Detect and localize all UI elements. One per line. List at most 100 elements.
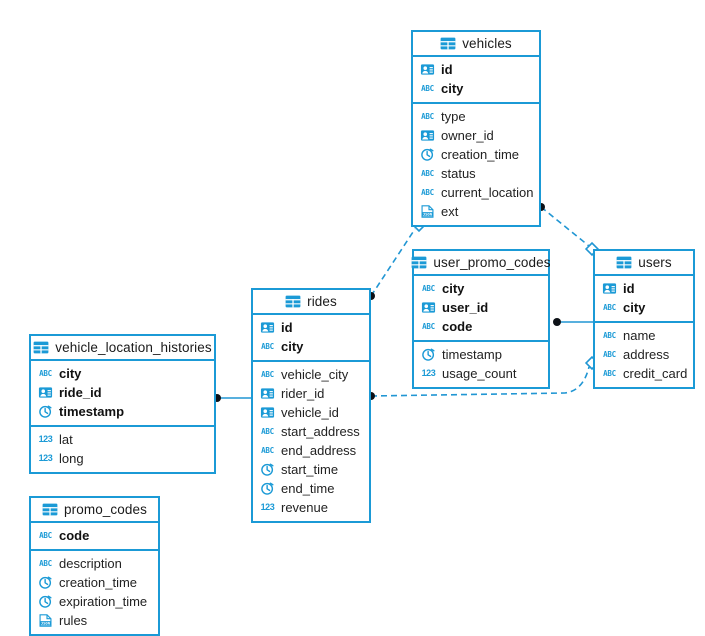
clock-icon: [261, 482, 274, 495]
column-name: current_location: [441, 185, 534, 200]
column-name: type: [441, 109, 466, 124]
id-badge-icon: [421, 302, 436, 313]
table-name: vehicles: [462, 36, 512, 51]
primary-key-row[interactable]: user_id: [414, 298, 548, 317]
primary-key-row[interactable]: timestamp: [31, 402, 214, 421]
table-header-rides[interactable]: rides: [253, 290, 369, 315]
column-name: start_address: [281, 424, 360, 439]
primary-key-row[interactable]: id: [413, 60, 539, 79]
abc-icon: ABC: [261, 427, 274, 436]
column-name: owner_id: [441, 128, 494, 143]
column-row[interactable]: vehicle_id: [253, 403, 369, 422]
json-icon: JSON: [39, 614, 52, 627]
table-name: rides: [307, 294, 337, 309]
table-header-promo_codes[interactable]: promo_codes: [31, 498, 158, 523]
column-row[interactable]: JSON rules: [31, 611, 158, 630]
column-name: vehicle_city: [281, 367, 349, 382]
column-name: rules: [59, 613, 88, 628]
column-row[interactable]: expiration_time: [31, 592, 158, 611]
primary-key-row[interactable]: id: [595, 279, 693, 298]
json-icon: JSON: [421, 205, 434, 218]
primary-key-row[interactable]: ABC city: [253, 337, 369, 356]
column-name: city: [281, 339, 304, 354]
abc-icon: ABC: [261, 446, 274, 455]
column-name: status: [441, 166, 476, 181]
clock-icon: [39, 595, 52, 608]
clock-icon: [39, 405, 52, 418]
column-name: user_id: [442, 300, 489, 315]
relationship-line-rel-vehicles-rides: [370, 228, 416, 297]
primary-key-row[interactable]: id: [253, 318, 369, 337]
column-row[interactable]: creation_time: [413, 145, 539, 164]
column-row[interactable]: owner_id: [413, 126, 539, 145]
column-name: id: [441, 62, 453, 77]
column-row[interactable]: end_time: [253, 479, 369, 498]
column-row[interactable]: ABC current_location: [413, 183, 539, 202]
abc-icon: ABC: [39, 531, 52, 540]
id-badge-icon: [420, 64, 435, 75]
column-name: vehicle_id: [281, 405, 339, 420]
column-name: timestamp: [59, 404, 125, 419]
column-row[interactable]: timestamp: [414, 345, 548, 364]
primary-key-row[interactable]: ride_id: [31, 383, 214, 402]
column-name: long: [59, 451, 84, 466]
abc-icon: ABC: [261, 370, 274, 379]
id-badge-icon: [38, 387, 53, 398]
abc-icon: ABC: [422, 284, 435, 293]
column-name: city: [623, 300, 646, 315]
column-name: start_time: [281, 462, 339, 477]
table-header-user_promo_codes[interactable]: user_promo_codes: [412, 251, 550, 276]
table-header-users[interactable]: users: [595, 251, 693, 276]
column-name: name: [623, 328, 656, 343]
table-header-vehicle_location_histories[interactable]: vehicle_location_histories: [31, 336, 214, 361]
number-icon: 123: [421, 368, 436, 378]
table-header-vehicles[interactable]: vehicles: [413, 32, 539, 57]
clock-icon: [421, 148, 434, 161]
abc-icon: ABC: [261, 342, 274, 351]
column-row[interactable]: ABC vehicle_city: [253, 365, 369, 384]
id-badge-icon: [260, 388, 275, 399]
table-icon: [33, 341, 49, 354]
column-name: code: [442, 319, 473, 334]
column-row[interactable]: rider_id: [253, 384, 369, 403]
column-row[interactable]: creation_time: [31, 573, 158, 592]
abc-icon: ABC: [421, 188, 434, 197]
relationship-line-rel-vehicles-users: [540, 206, 590, 247]
column-row[interactable]: start_time: [253, 460, 369, 479]
column-row[interactable]: ABC start_address: [253, 422, 369, 441]
abc-icon: ABC: [421, 112, 434, 121]
column-row[interactable]: ABC type: [413, 107, 539, 126]
relationship-many-endpoint: [553, 318, 561, 326]
